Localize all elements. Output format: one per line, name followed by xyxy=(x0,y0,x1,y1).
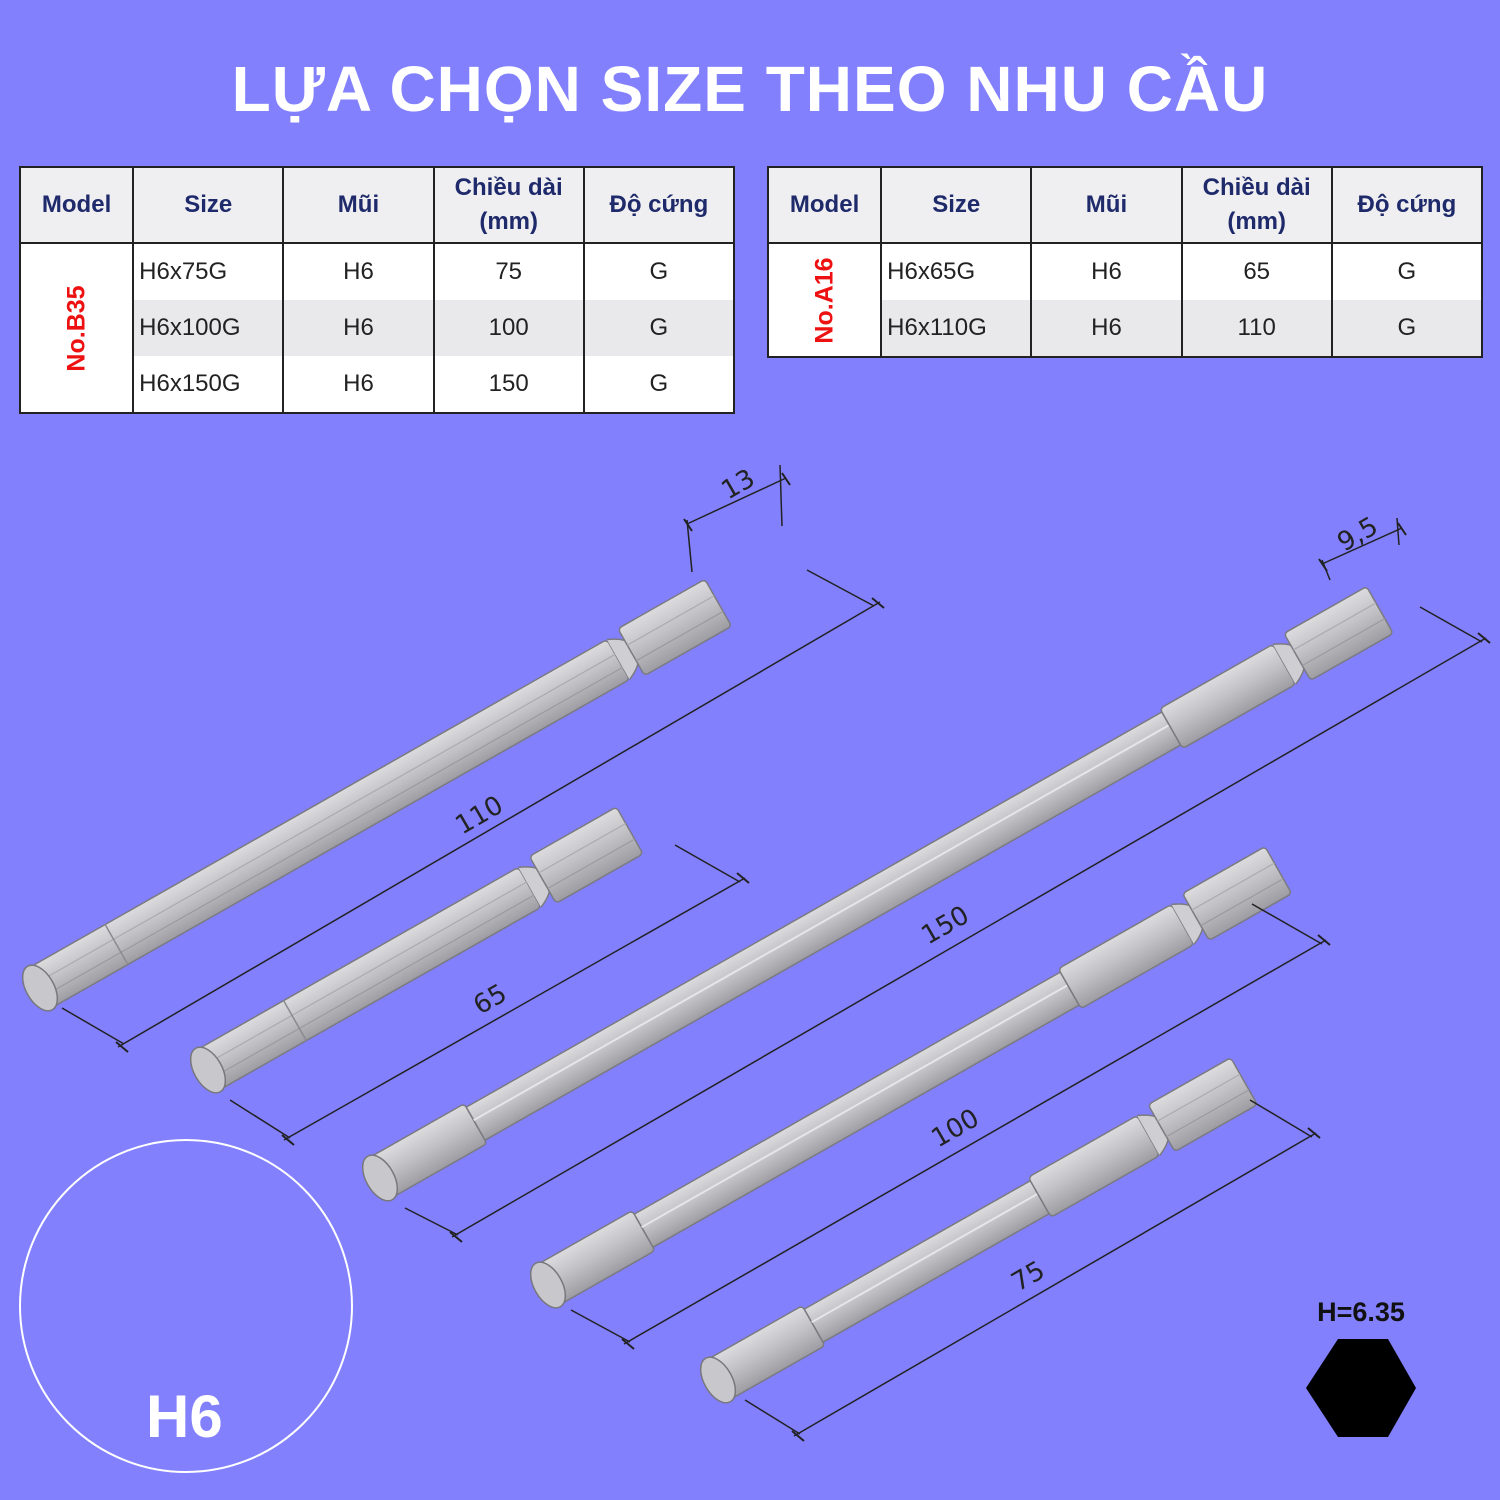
hexagon-icon xyxy=(1306,1339,1416,1437)
header-model: Model xyxy=(18,166,135,244)
length-cell: 65 xyxy=(1180,243,1333,300)
length-cell: 100 xyxy=(432,300,585,356)
header-size: Size xyxy=(132,166,285,244)
size-cell: H6x65G xyxy=(880,243,1033,300)
table-row: H6x100G H6 100 G xyxy=(20,300,736,356)
header-hardness: Độ cứng xyxy=(582,166,736,244)
tip-cell: H6 xyxy=(282,356,435,414)
page-title: LỰA CHỌN SIZE THEO NHU CẦU xyxy=(231,53,1269,125)
bit-100 xyxy=(529,847,1292,1309)
dim-label-9-5: 9,5 xyxy=(1333,511,1384,558)
table-row: H6x110G H6 110 G xyxy=(768,300,1484,358)
length-cell: 110 xyxy=(1180,300,1333,358)
header-length: Chiều dài (mm) xyxy=(432,166,585,244)
header-tip: Mũi xyxy=(282,166,435,244)
size-cell: H6x75G xyxy=(132,243,285,300)
tip-zoom-circle xyxy=(19,1139,353,1473)
table-row: No.A16 H6x65G H6 65 G xyxy=(766,243,1484,358)
header-size: Size xyxy=(880,166,1033,244)
size-cell: H6x100G xyxy=(132,300,285,356)
tip-label: H6 xyxy=(146,1383,223,1450)
bit-65 xyxy=(189,807,643,1094)
tip-cell: H6 xyxy=(1030,243,1183,300)
hardness-cell: G xyxy=(582,300,736,356)
dim-label-150: 150 xyxy=(917,900,975,951)
tip-cell: H6 xyxy=(282,243,435,300)
table-row: H6x150G H6 150 G xyxy=(20,356,736,414)
spec-table-b35: Model Size Mũi Chiều dài (mm) Độ cứng No… xyxy=(18,166,736,414)
header-hardness: Độ cứng xyxy=(1330,166,1484,244)
dimension-ticks xyxy=(115,472,1491,1442)
header-length: Chiều dài (mm) xyxy=(1180,166,1333,244)
hardness-cell: G xyxy=(1330,243,1484,300)
dim-label-100: 100 xyxy=(927,1103,985,1154)
dim-label-13: 13 xyxy=(717,464,761,507)
bit-150 xyxy=(361,587,1393,1202)
table-header-row: Model Size Mũi Chiều dài (mm) Độ cứng xyxy=(18,166,736,244)
hex-size-label: H=6.35 xyxy=(1317,1297,1405,1327)
bit-110 xyxy=(21,579,731,1012)
header-model: Model xyxy=(766,166,883,244)
spec-table-a16: Model Size Mũi Chiều dài (mm) Độ cứng No… xyxy=(766,166,1484,358)
size-cell: H6x150G xyxy=(132,356,285,414)
size-cell: H6x110G xyxy=(880,300,1033,358)
length-cell: 150 xyxy=(432,356,585,414)
length-cell: 75 xyxy=(432,243,585,300)
hardness-cell: G xyxy=(582,243,736,300)
tip-cell: H6 xyxy=(282,300,435,356)
tip-cell: H6 xyxy=(1030,300,1183,358)
dim-label-110: 110 xyxy=(451,790,509,841)
hardness-cell: G xyxy=(1330,300,1484,358)
table-row: No.B35 H6x75G H6 75 G xyxy=(18,243,736,414)
model-cell: No.A16 xyxy=(766,243,883,358)
bit-75 xyxy=(699,1058,1257,1404)
table-header-row: Model Size Mũi Chiều dài (mm) Độ cứng xyxy=(766,166,1484,244)
hardness-cell: G xyxy=(582,356,736,414)
model-cell: No.B35 xyxy=(18,243,135,414)
dimension-lines xyxy=(61,464,1487,1437)
header-tip: Mũi xyxy=(1030,166,1183,244)
